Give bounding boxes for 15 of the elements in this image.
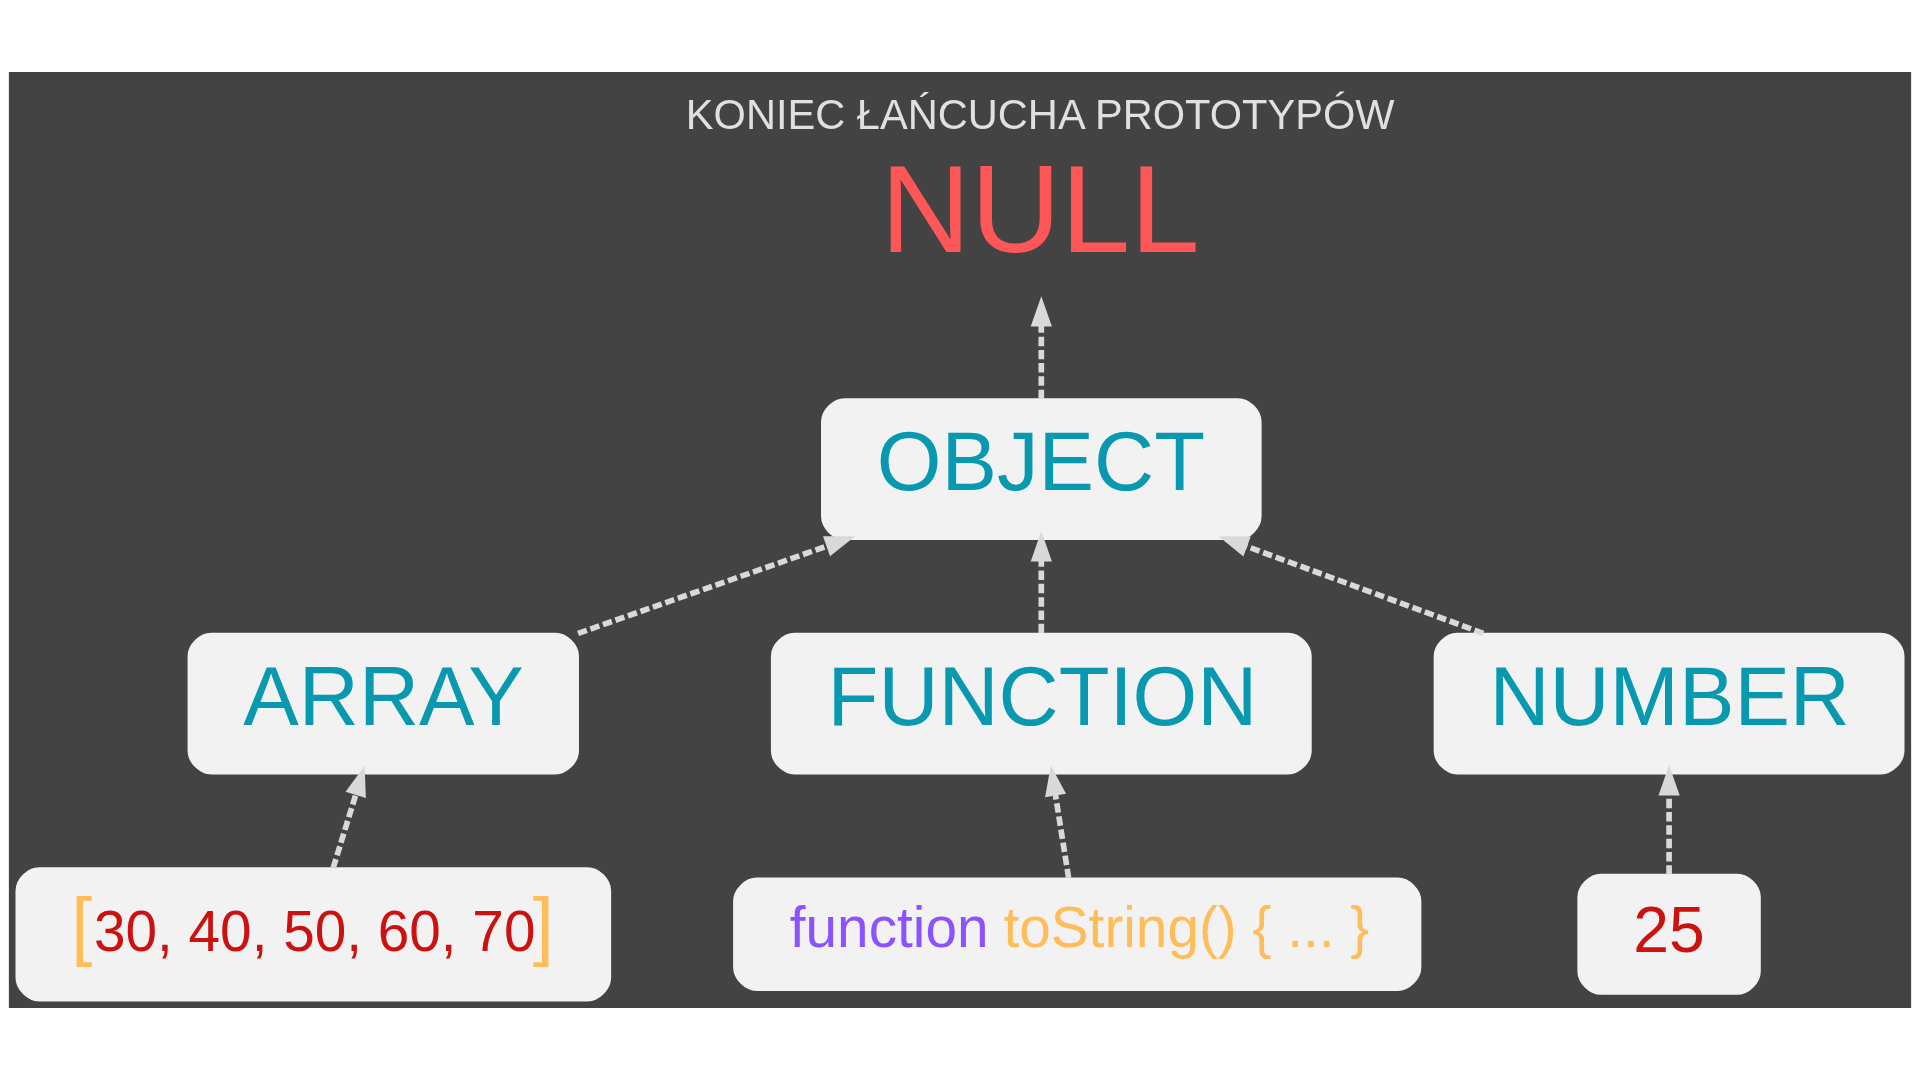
node-box: 25 [1577, 873, 1761, 995]
arrow [1658, 765, 1680, 875]
node-box: [30, 40, 50, 60, 70] [15, 867, 612, 1002]
arrow [1045, 765, 1072, 879]
node-box: FUNCTION [770, 632, 1312, 775]
arrow [1030, 531, 1052, 634]
arrow [330, 765, 366, 869]
node-box: OBJECT [821, 398, 1262, 540]
arrow [577, 536, 856, 637]
node-box: function toString() { ... } [733, 877, 1422, 991]
node-text: KONIEC ŁAŃCUCHA PROTOTYPÓW NULL [685, 90, 1395, 279]
arrow [1218, 536, 1485, 637]
node-box: ARRAY [187, 632, 579, 775]
arrow [1030, 296, 1052, 399]
node-box: NUMBER [1433, 632, 1905, 775]
